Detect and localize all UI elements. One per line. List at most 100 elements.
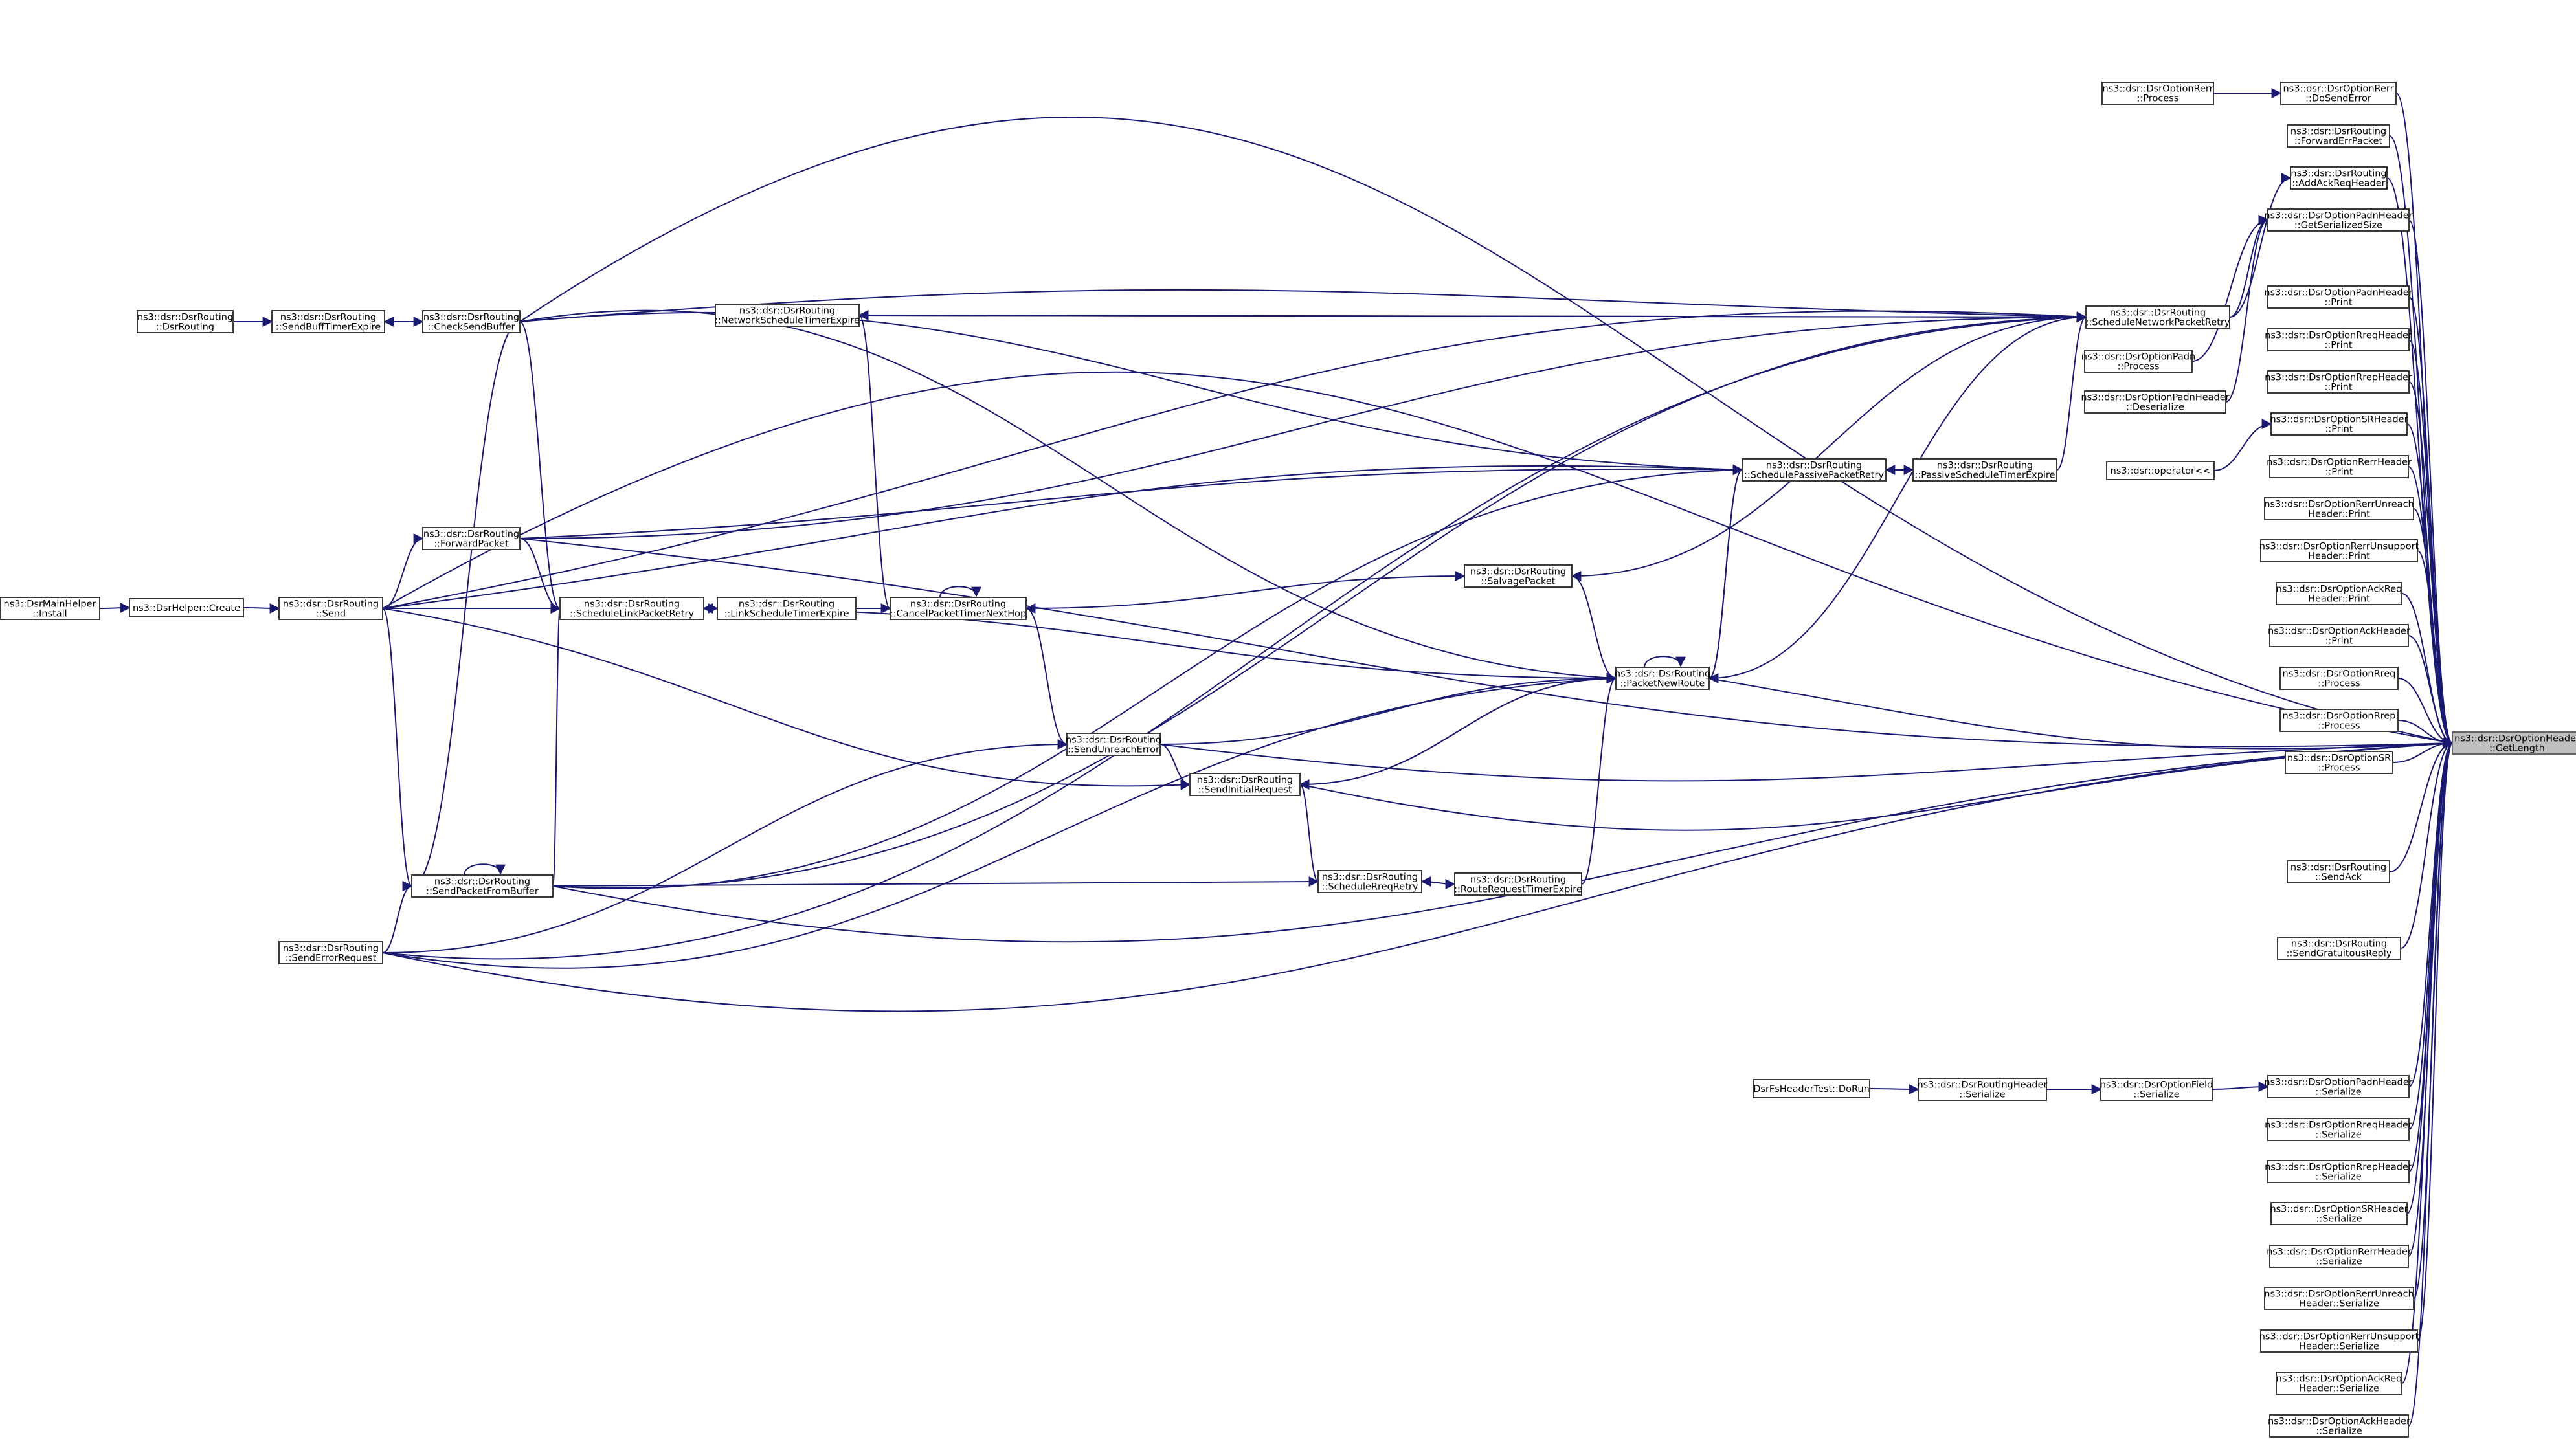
node-label: ::Install: [32, 609, 67, 619]
node-label: Header::Print: [2308, 551, 2370, 562]
graph-node-srProc[interactable]: ns3::dsr::DsrOptionSR::Process: [2285, 751, 2393, 774]
node-label: ns3::dsr::DsrOptionRerrUnreach: [2264, 500, 2414, 510]
node-label: ns3::dsr::DsrRouting: [2110, 308, 2206, 318]
node-box: [278, 597, 383, 620]
graph-node-unsuppSer[interactable]: ns3::dsr::DsrOptionRerrUnsupportHeader::…: [2259, 1329, 2419, 1353]
node-box: [2260, 1329, 2418, 1353]
graph-node-netExpire[interactable]: ns3::dsr::DsrRouting::NetworkScheduleTim…: [715, 304, 860, 327]
node-label: ns3::dsr::DsrOptionPadnHeader: [2264, 288, 2412, 298]
node-box: [1454, 872, 1582, 896]
graph-edge: [519, 321, 561, 614]
graph-node-padnProc[interactable]: ns3::dsr::DsrOptionPadn::Process: [2081, 350, 2195, 373]
node-label: ::SendUnreachError: [1068, 745, 1159, 755]
graph-node-cancelNextHop[interactable]: ns3::dsr::DsrRouting::CancelPacketTimerN…: [890, 597, 1027, 620]
graph-node-rreqProc[interactable]: ns3::dsr::DsrOptionRreq::Process: [2279, 667, 2399, 690]
graph-node-ackReqSer[interactable]: ns3::dsr::DsrOptionAckReqHeader::Seriali…: [2276, 1372, 2402, 1395]
graph-edge: [382, 673, 1617, 969]
graph-node-sendUnreach[interactable]: ns3::dsr::DsrRouting::SendUnreachError: [1066, 733, 1161, 756]
graph-node-forwardPacket[interactable]: ns3::dsr::DsrRouting::ForwardPacket: [422, 527, 521, 550]
node-label: ::SendAck: [2315, 872, 2362, 883]
graph-edge: [1299, 738, 2454, 831]
node-box: [2267, 1160, 2410, 1183]
graph-node-padnPrint[interactable]: ns3::dsr::DsrOptionPadnHeader::Print: [2264, 285, 2413, 309]
graph-node-rreqSer[interactable]: ns3::dsr::DsrOptionRreqHeader::Serialize: [2265, 1118, 2412, 1141]
graph-node-unsuppPrint[interactable]: ns3::dsr::DsrOptionRerrUnsupportHeader::…: [2259, 539, 2419, 562]
graph-edge: [2056, 312, 2087, 471]
graph-node-schedPassive[interactable]: ns3::dsr::DsrRouting::SchedulePassivePac…: [1742, 458, 1887, 482]
node-box: [2101, 82, 2214, 105]
graph-node-checkSendBuf[interactable]: ns3::dsr::DsrRouting::CheckSendBuffer: [422, 310, 521, 333]
graph-node-packetNewRoute[interactable]: ns3::dsr::DsrRouting::PacketNewRoute: [1615, 667, 1710, 690]
node-label: ns3::dsr::DsrOptionPadnHeader: [2264, 211, 2412, 221]
node-box: [1742, 458, 1887, 482]
graph-node-addAckReq[interactable]: ns3::dsr::DsrRouting::AddAckReqHeader: [2290, 166, 2388, 190]
graph-node-gratReply[interactable]: ns3::dsr::DsrRouting::SendGratuitousRepl…: [2277, 937, 2401, 960]
graph-node-unreachSer[interactable]: ns3::dsr::DsrOptionRerrUnreachHeader::Se…: [2264, 1287, 2414, 1310]
node-box: [2084, 390, 2226, 414]
graph-node-rerrPrint[interactable]: ns3::dsr::DsrOptionRerrHeader::Print: [2267, 455, 2412, 478]
graph-node-rrepPrint[interactable]: ns3::dsr::DsrOptionRrepHeader::Print: [2265, 370, 2412, 394]
graph-node-linkExpire[interactable]: ns3::dsr::DsrRouting::LinkScheduleTimerE…: [717, 597, 857, 620]
graph-node-srPrint[interactable]: ns3::dsr::DsrOptionSRHeader::Print: [2270, 412, 2408, 436]
graph-node-doSendError[interactable]: ns3::dsr::DsrOptionRerr::DoSendError: [2280, 82, 2397, 105]
node-label: ::Serialize: [2315, 1130, 2361, 1140]
graph-node-send[interactable]: ns3::dsr::DsrRouting::Send: [278, 597, 383, 620]
node-label: ::SendErrorRequest: [286, 953, 377, 964]
graph-edge: [2406, 738, 2454, 1214]
graph-node-rreqPrint[interactable]: ns3::dsr::DsrOptionRreqHeader::Print: [2265, 328, 2412, 351]
graph-node-rerrSer[interactable]: ns3::dsr::DsrOptionRerrHeader::Serialize: [2267, 1245, 2412, 1268]
graph-edge: [519, 309, 1617, 683]
graph-node-routingHdrSer[interactable]: ns3::dsr::DsrRoutingHeader::Serialize: [1917, 1078, 2048, 1101]
graph-node-sendErrReq[interactable]: ns3::dsr::DsrRouting::SendErrorRequest: [278, 941, 383, 964]
graph-node-sendAck[interactable]: ns3::dsr::DsrRouting::SendAck: [2287, 860, 2390, 883]
node-box: [422, 527, 521, 550]
graph-node-salvage[interactable]: ns3::dsr::DsrRouting::SalvagePacket: [1464, 564, 1573, 588]
graph-node-padnDeser[interactable]: ns3::dsr::DsrOptionPadnHeader::Deseriali…: [2081, 390, 2230, 414]
graph-edge: [410, 321, 521, 891]
node-label: ns3::dsr::DsrOptionRerrHeader: [2267, 1247, 2412, 1258]
graph-node-rreqExpire[interactable]: ns3::dsr::DsrRouting::RouteRequestTimerE…: [1454, 872, 1582, 896]
graph-node-unreachPrint[interactable]: ns3::dsr::DsrOptionRerrUnreachHeader::Pr…: [2264, 497, 2414, 520]
graph-node-opOut[interactable]: ns3::dsr::operator<<: [2106, 461, 2215, 480]
graph-node-sendFromBuf[interactable]: ns3::dsr::DsrRouting::SendPacketFromBuff…: [411, 874, 554, 898]
graph-node-fsTest[interactable]: DsrFsHeaderTest::DoRun: [1753, 1079, 1870, 1098]
graph-node-padnSer[interactable]: ns3::dsr::DsrOptionPadnHeader::Serialize: [2264, 1075, 2413, 1098]
node-label: ::ScheduleLinkPacketRetry: [570, 609, 695, 619]
graph-node-schedLink[interactable]: ns3::dsr::DsrRouting::ScheduleLinkPacket…: [559, 597, 704, 620]
node-label: ::Serialize: [2315, 1087, 2361, 1098]
graph-node-rerrProc[interactable]: ns3::dsr::DsrOptionRerr::Process: [2101, 82, 2214, 105]
node-label: DsrFsHeaderTest::DoRun: [1753, 1084, 1870, 1094]
graph-node-root[interactable]: ns3::dsr::DsrOptionHeader::GetLength: [2452, 731, 2576, 755]
graph-node-schedNet[interactable]: ns3::dsr::DsrRouting::ScheduleNetworkPac…: [2085, 305, 2230, 329]
graph-node-helperCreate[interactable]: ns3::DsrHelper::Create: [129, 598, 244, 617]
graph-edge: [464, 863, 506, 876]
node-label: ::LinkScheduleTimerExpire: [724, 609, 849, 619]
node-box: [890, 597, 1027, 620]
graph-node-padnSize[interactable]: ns3::dsr::DsrOptionPadnHeader::GetSerial…: [2264, 208, 2413, 232]
graph-node-optFieldSer[interactable]: ns3::dsr::DsrOptionField::Serialize: [2100, 1078, 2213, 1101]
graph-node-passiveExpire[interactable]: ns3::dsr::DsrRouting::PassiveScheduleTim…: [1912, 458, 2057, 482]
graph-node-sendBuffExpire[interactable]: ns3::dsr::DsrRouting::SendBuffTimerExpir…: [271, 310, 385, 333]
graph-node-srSer[interactable]: ns3::dsr::DsrOptionSRHeader::Serialize: [2270, 1202, 2408, 1225]
node-label: ns3::dsr::DsrOptionRerrHeader: [2267, 458, 2412, 468]
graph-edge: [1025, 571, 1466, 609]
graph-edge: [2417, 738, 2454, 1342]
graph-node-forwardErr[interactable]: ns3::dsr::DsrRouting::ForwardErrPacket: [2287, 124, 2390, 148]
node-box: [1912, 458, 2057, 482]
graph-node-ackPrint[interactable]: ns3::dsr::DsrOptionAckHeader::Print: [2268, 624, 2410, 647]
graph-node-schedRreq[interactable]: ns3::dsr::DsrRouting::ScheduleRreqRetry: [1317, 870, 1422, 893]
graph-node-dsrRouting[interactable]: ns3::dsr::DsrRouting::DsrRouting: [137, 310, 234, 333]
graph-node-ackSer[interactable]: ns3::dsr::DsrOptionAckHeader::Serialize: [2268, 1414, 2410, 1438]
node-box: [2277, 937, 2401, 960]
node-box: [1317, 870, 1422, 893]
graph-node-rrepProc[interactable]: ns3::dsr::DsrOptionRrep::Process: [2279, 709, 2399, 732]
node-label: Header::Serialize: [2299, 1299, 2379, 1309]
node-box: [2267, 208, 2410, 232]
graph-node-mainInstall[interactable]: ns3::DsrMainHelper::Install: [0, 597, 100, 620]
graph-node-sendInitial[interactable]: ns3::dsr::DsrRouting::SendInitialRequest: [1189, 773, 1301, 796]
node-layer: ns3::dsr::DsrOptionHeader::GetLengthns3:…: [0, 82, 2576, 1438]
graph-node-rrepSer[interactable]: ns3::dsr::DsrOptionRrepHeader::Serialize: [2265, 1160, 2412, 1183]
graph-edge: [519, 289, 2087, 322]
node-label: ::Print: [2324, 298, 2352, 308]
